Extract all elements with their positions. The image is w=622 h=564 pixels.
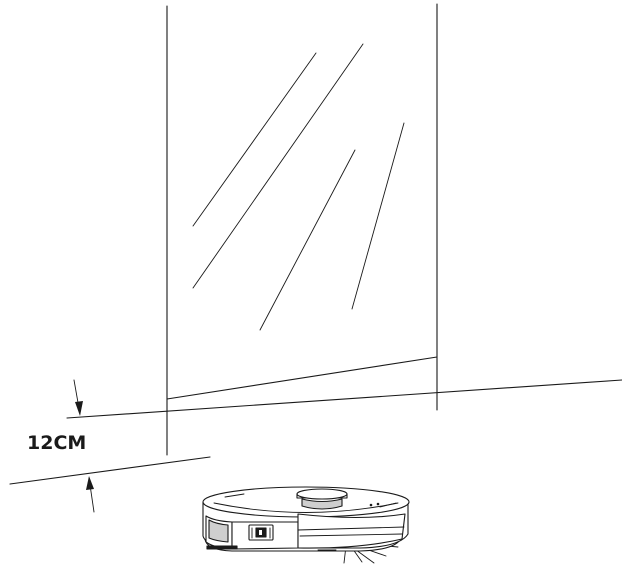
dimension-arrow-bottom xyxy=(86,476,95,513)
dimension-arrow-top xyxy=(73,379,83,416)
robot-vacuum xyxy=(202,486,410,564)
glass-reflection-lines xyxy=(192,43,405,331)
glass-panel xyxy=(166,3,438,456)
front-sensor xyxy=(248,524,274,541)
height-measurement-label: 12CM xyxy=(27,432,86,454)
floor-lines xyxy=(9,379,622,485)
bumper xyxy=(205,513,406,550)
